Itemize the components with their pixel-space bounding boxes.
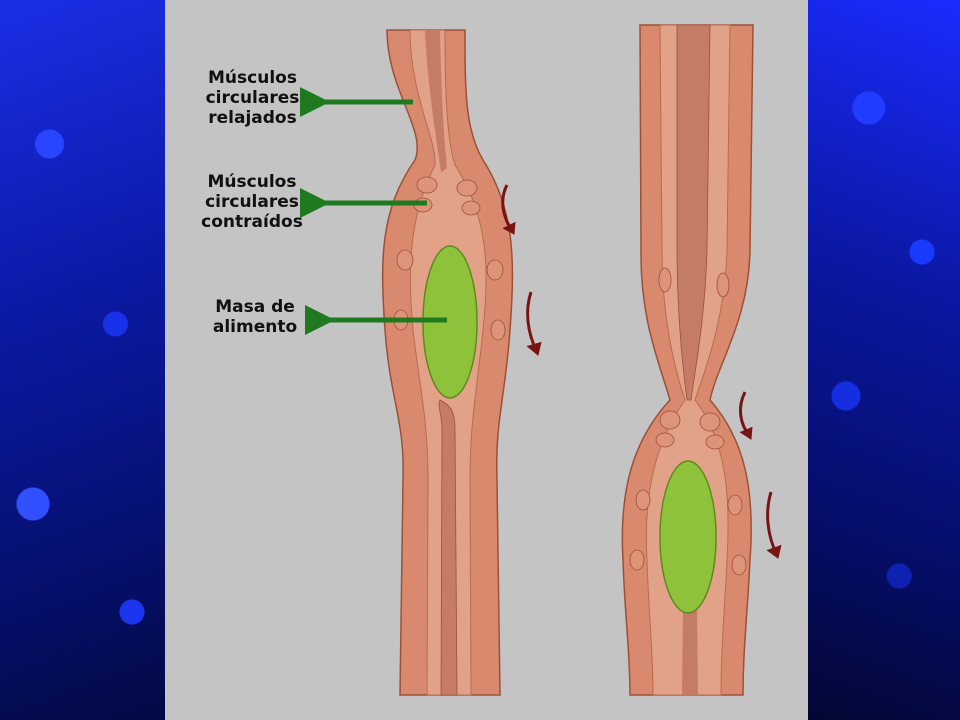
esophagus-left-lumen xyxy=(438,399,458,696)
curved-down-arrow-icon xyxy=(766,491,782,559)
curved-down-arrow-icon xyxy=(526,291,542,356)
label-contracted-muscles: Músculos circulares contraídos xyxy=(201,172,303,232)
esophagus-left-top-lumen xyxy=(425,30,447,172)
background-left-decoration xyxy=(0,0,165,720)
peristalsis-diagram xyxy=(300,24,782,696)
food-bolus-right xyxy=(659,460,717,614)
label-relaxed-muscles: Músculos circulares relajados xyxy=(205,68,300,128)
esophagus-right-bottom-lumen xyxy=(682,610,698,695)
motion-arrows xyxy=(501,184,782,559)
label-arrows xyxy=(300,87,447,335)
background-right-decoration xyxy=(808,0,960,720)
diagram-panel: Músculos circulares relajados Músculos c… xyxy=(165,0,808,720)
esophagus-right xyxy=(621,24,754,696)
curved-down-arrow-icon xyxy=(738,391,753,440)
label-food-mass: Masa de alimento xyxy=(212,297,298,337)
esophagus-right-lumen xyxy=(676,24,711,401)
curved-down-arrow-icon xyxy=(501,184,516,235)
esophagus-left xyxy=(381,29,514,696)
